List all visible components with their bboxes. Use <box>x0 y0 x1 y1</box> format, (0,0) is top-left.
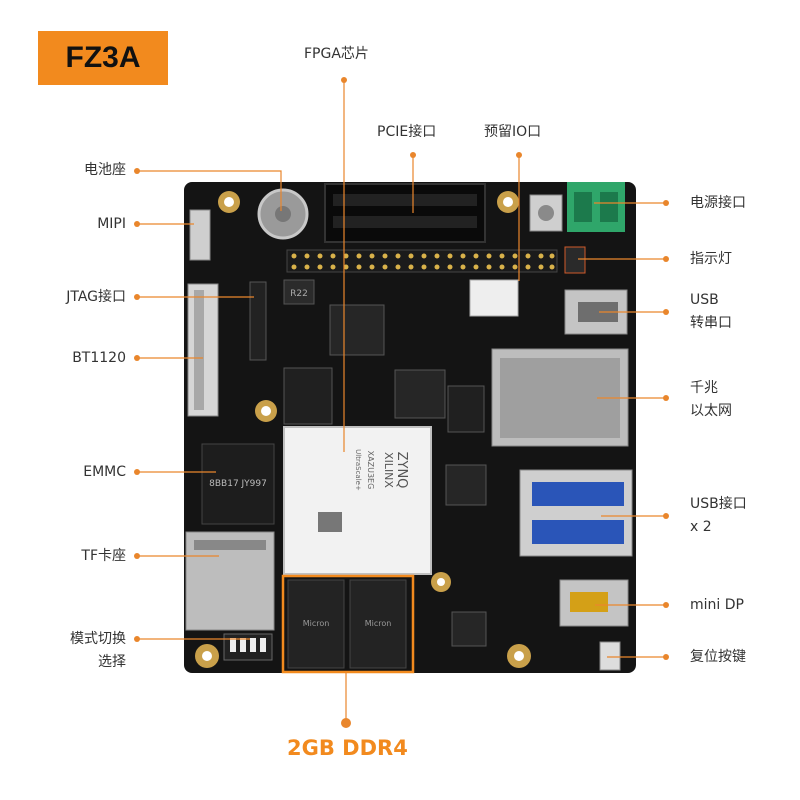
fpga-series: UltraScale+ <box>354 449 362 491</box>
label-usb-x2-line2: x 2 <box>690 519 712 535</box>
fpga-brand-line2: ZYNQ <box>394 452 409 489</box>
ddr-chip-a-code: Micron <box>303 619 330 628</box>
leader-dots <box>134 77 669 728</box>
ddr-chip-b-code: Micron <box>365 619 392 628</box>
label-mode-line1: 模式切换 <box>70 631 126 647</box>
product-badge: FZ3A <box>38 31 168 85</box>
label-bt1120: BT1120 <box>72 350 126 366</box>
label-fpga: FPGA芯片 <box>304 46 369 62</box>
label-jtag: JTAG接口 <box>66 289 126 305</box>
label-usb-serial-line1: USB <box>690 292 719 308</box>
label-mipi: MIPI <box>97 216 126 232</box>
emmc-chip-code: 8BB17 JY997 <box>209 479 267 489</box>
label-indicator: 指示灯 <box>690 251 732 267</box>
label-mode-line2: 选择 <box>98 654 126 670</box>
leader-lines <box>137 80 666 720</box>
label-emmc: EMMC <box>83 464 126 480</box>
fpga-part: XAZU3EG <box>366 451 375 490</box>
ddr-highlight-box <box>281 574 415 674</box>
label-usb-serial-line2: 转串口 <box>690 315 732 331</box>
label-reserved-io: 预留IO口 <box>484 124 542 140</box>
fpga-brand-line1: XILINX <box>382 452 395 488</box>
label-ethernet-line2: 以太网 <box>690 403 732 419</box>
label-minidp: mini DP <box>690 597 744 613</box>
label-ddr: 2GB DDR4 <box>287 736 408 760</box>
label-pcie: PCIE接口 <box>377 124 437 140</box>
label-ethernet-line1: 千兆 <box>690 380 718 396</box>
label-tf: TF卡座 <box>81 548 126 564</box>
pcb-board: 8BB17 JY997 XILINX ZYNQ XAZU3EG UltraSca… <box>184 182 636 673</box>
label-reset: 复位按键 <box>690 649 746 665</box>
label-power: 电源接口 <box>690 195 746 211</box>
label-usb-x2-line1: USB接口 <box>690 496 747 512</box>
board-ref-label: R22 <box>290 289 308 299</box>
label-battery: 电池座 <box>84 162 126 178</box>
